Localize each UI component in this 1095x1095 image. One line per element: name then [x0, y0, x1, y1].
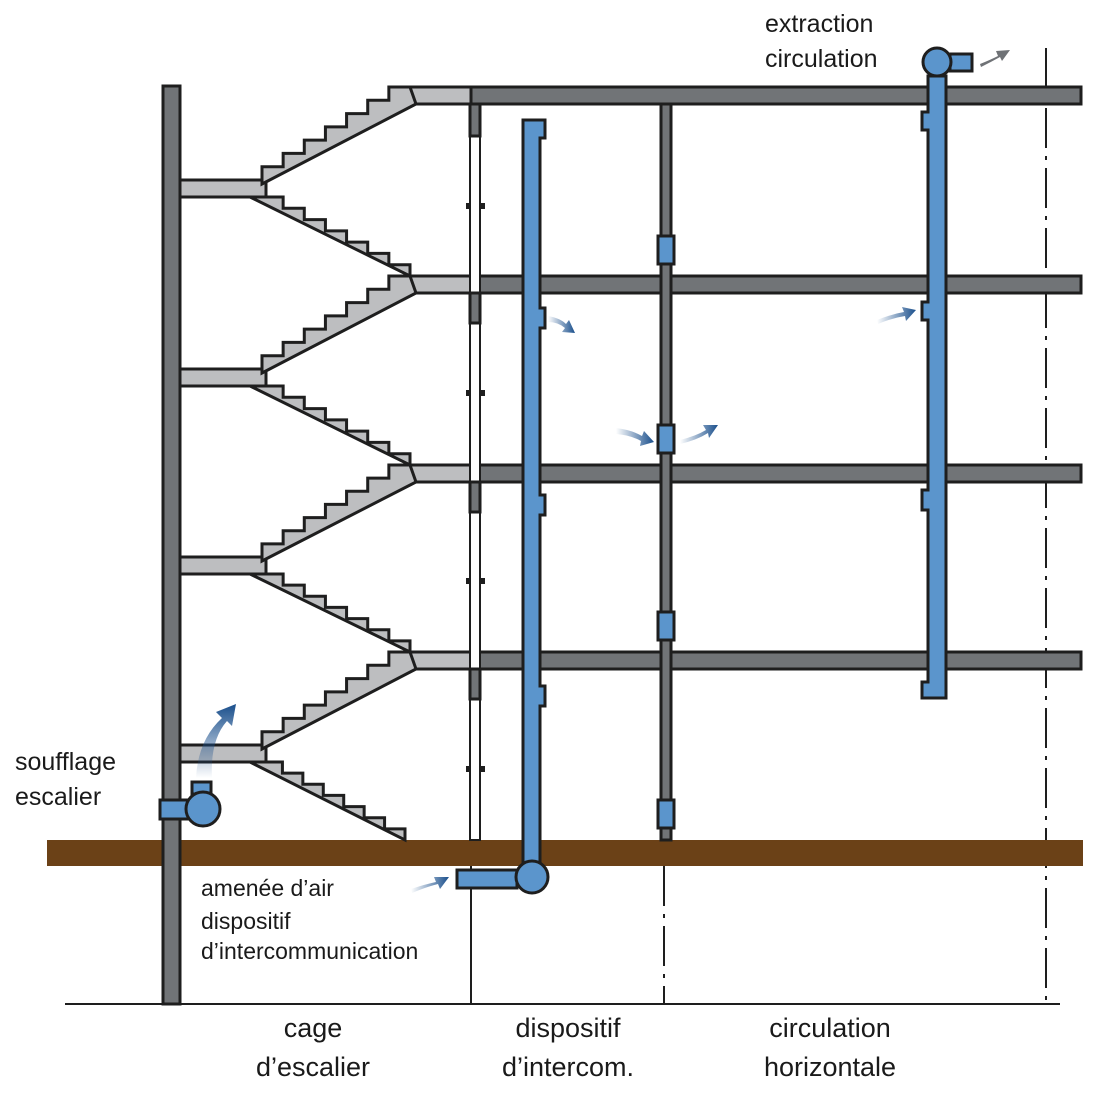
airflow-arrows: [196, 50, 1010, 893]
vent-grille: [656, 798, 676, 830]
callout-amenee: amenée d’air dispositif d’intercommunica…: [201, 875, 418, 964]
stair-landing: [408, 274, 473, 295]
zone-label-circulation-line2: horizontale: [764, 1052, 896, 1082]
label-amenee-line3: d’intercommunication: [201, 938, 418, 964]
stair-flight-up: [260, 463, 418, 564]
stair-flight-up: [260, 85, 418, 187]
door-head: [468, 667, 482, 701]
zone-label-cage: cage: [284, 1013, 343, 1043]
ground-slab: [47, 840, 1083, 866]
airflow-arrow-icon: [548, 316, 575, 333]
fan-icon: [514, 859, 550, 895]
stair-landing: [178, 178, 268, 199]
label-soufflage-line1: soufflage: [15, 748, 116, 776]
airflow-arrow-icon: [680, 425, 718, 444]
stair-landing: [408, 463, 473, 484]
supply-duct-intercom: [455, 118, 550, 895]
airflow-arrow-icon: [877, 307, 916, 324]
stair-landing: [178, 743, 268, 764]
zone-label-circulation: circulation: [769, 1013, 891, 1043]
stair-flight-up: [260, 650, 418, 752]
stair-landing: [178, 555, 268, 576]
label-extraction-line2: circulation: [765, 45, 878, 73]
airflow-arrow-icon: [616, 428, 654, 446]
stair-flight-up: [260, 274, 418, 376]
floor-slab: [469, 85, 1083, 106]
floor-slab: [469, 274, 1083, 295]
hinge: [480, 203, 485, 209]
fan-icon: [921, 46, 953, 78]
label-amenee-line2: dispositif: [201, 908, 291, 934]
label-amenee-line1: amenée d’air: [201, 875, 334, 901]
extraction-riser: [920, 74, 948, 700]
extraction-duct: [920, 46, 974, 700]
door-hinges: [466, 203, 485, 772]
vent-grille: [656, 423, 676, 455]
exhaust-outlet: [948, 52, 974, 73]
stair-supply-fan: [158, 780, 222, 828]
hinge: [466, 390, 471, 396]
label-extraction-line1: extraction: [765, 10, 873, 38]
exhaust-arrow-icon: [980, 50, 1010, 67]
intercom-door-column: [468, 102, 482, 841]
stair-flight-down: [249, 572, 412, 655]
hinge: [480, 390, 485, 396]
airflow-arrow-icon: [196, 704, 236, 778]
hinge: [466, 203, 471, 209]
callout-extraction: extraction circulation: [765, 10, 878, 73]
zone-labels: cage d’escalier dispositif d’intercom. c…: [256, 1013, 896, 1082]
callout-soufflage: soufflage escalier: [15, 748, 116, 811]
stair-flight-down: [249, 760, 407, 843]
circulation-column: [656, 102, 676, 842]
fan-icon: [184, 790, 222, 828]
stair-flight-down: [249, 195, 412, 279]
door-frame: [469, 103, 481, 841]
stair-landing: [178, 367, 268, 388]
stair-landing: [408, 85, 473, 106]
hinge: [466, 766, 471, 772]
staircase: [178, 85, 473, 843]
door-head: [468, 102, 482, 138]
label-soufflage-line2: escalier: [15, 783, 101, 811]
floor-slabs: [469, 85, 1083, 671]
stair-landing: [408, 650, 473, 671]
stairwell-wall: [161, 84, 182, 1006]
vent-grille: [656, 610, 676, 642]
supply-riser: [521, 118, 547, 870]
supply-inlet: [455, 868, 519, 890]
hinge: [466, 578, 471, 584]
stair-flight-down: [249, 384, 412, 468]
zone-label-cage-line2: d’escalier: [256, 1052, 370, 1082]
vent-grille: [656, 234, 676, 266]
floor-slab: [469, 463, 1083, 484]
zone-label-intercom-line2: d’intercom.: [502, 1052, 634, 1082]
door-head: [468, 480, 482, 514]
airflow-arrow-icon: [411, 877, 449, 893]
hinge: [480, 766, 485, 772]
column: [659, 102, 673, 842]
door-head: [468, 291, 482, 325]
zone-label-intercom: dispositif: [515, 1013, 621, 1043]
hinge: [480, 578, 485, 584]
floor-slab: [469, 650, 1083, 671]
